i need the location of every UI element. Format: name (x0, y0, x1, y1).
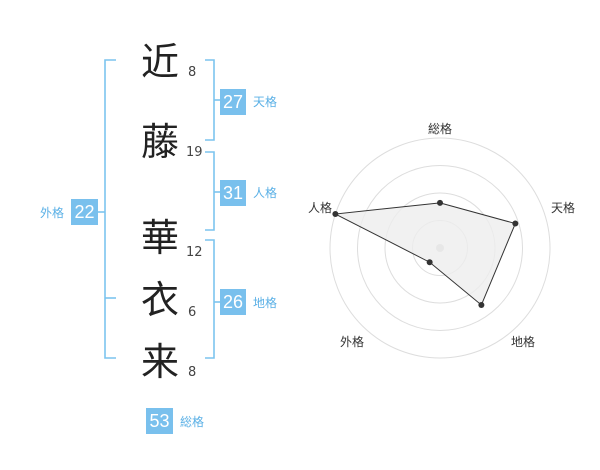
jinkaku-label: 人格 (253, 186, 278, 200)
radar-axis-label-gaikaku: 外格 (340, 335, 365, 349)
radar-point-5 (332, 211, 339, 218)
gaikaku-label: 外格 (40, 206, 65, 220)
stroke-count-5: 8 (188, 365, 197, 380)
name-char-1: 近 (140, 40, 179, 84)
radar-point-1 (437, 199, 443, 206)
soukaku-label: 総格 (180, 415, 205, 429)
tenkaku-label: 天格 (253, 95, 278, 109)
radar-series-polygon (333, 202, 517, 306)
name-char-2: 藤 (140, 120, 179, 164)
radar-axis-label-tenkaku: 天格 (551, 201, 576, 215)
gaikaku-value: 22 (71, 199, 98, 225)
stroke-count-4: 6 (188, 305, 197, 320)
chikaku-value: 26 (220, 289, 246, 315)
name-char-4: 衣 (140, 278, 179, 322)
name-char-3: 華 (140, 216, 179, 260)
stroke-count-2: 19 (186, 145, 203, 160)
name-char-5: 来 (140, 340, 179, 384)
tenkaku-value: 27 (220, 89, 246, 115)
radar-axis-label-soukaku: 総格 (428, 122, 453, 136)
soukaku-value: 53 (146, 408, 173, 434)
radar-point-4 (426, 259, 433, 266)
stroke-count-1: 8 (188, 65, 197, 80)
radar-point-2 (512, 220, 519, 227)
chikaku-label: 地格 (253, 296, 278, 310)
stroke-count-3: 12 (186, 245, 203, 260)
radar-ring (329, 137, 551, 359)
radar-point-3 (478, 301, 485, 308)
radar-axis-label-jinkaku: 人格 (308, 201, 333, 215)
jinkaku-value: 31 (220, 180, 246, 206)
radar-ring (357, 165, 523, 331)
radar-axis-label-chikaku: 地格 (511, 335, 536, 349)
